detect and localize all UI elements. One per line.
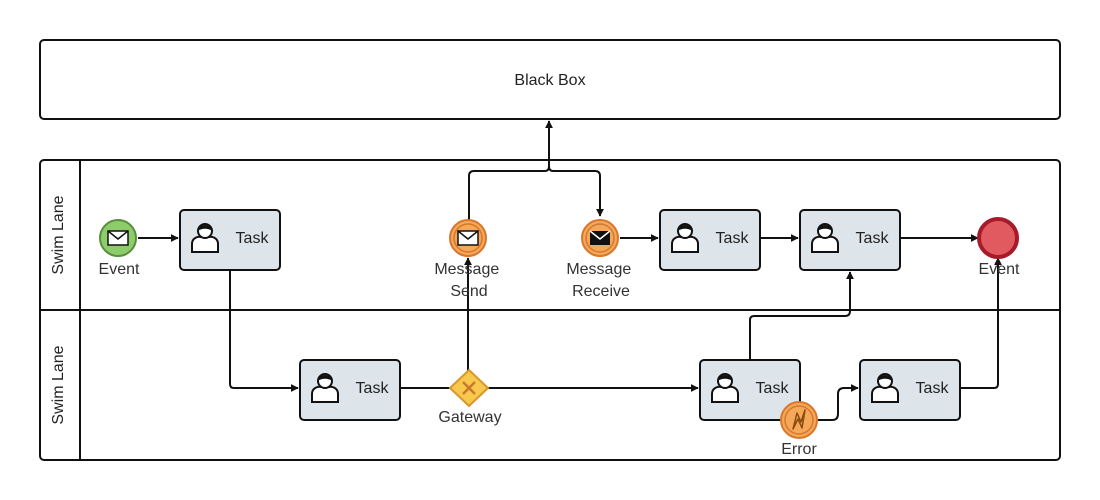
- message-send-label: Message Send: [434, 261, 503, 300]
- envelope-icon: [107, 230, 129, 246]
- envelope-icon: [457, 230, 479, 246]
- task-4[interactable]: Task: [699, 359, 801, 421]
- flow-blackbox-to-message-receive: [548, 165, 604, 217]
- task-5[interactable]: Task: [799, 209, 901, 271]
- filled-envelope-icon: [589, 230, 611, 245]
- flow-task4-to-task5: [749, 271, 854, 360]
- end-event[interactable]: [977, 217, 1019, 259]
- message-send-event[interactable]: [449, 219, 487, 257]
- task-5-label: Task: [856, 230, 890, 247]
- swim-lane-2: Swim Lane: [50, 345, 67, 424]
- task-3[interactable]: Task: [299, 359, 401, 421]
- task-4-label: Task: [756, 380, 790, 397]
- black-box-label: Black Box: [514, 72, 585, 89]
- task-1-label: Task: [236, 230, 270, 247]
- message-receive-label: Message Receive: [566, 261, 635, 300]
- start-event-label: Event: [99, 261, 140, 278]
- message-receive-label-line-1: Message: [566, 261, 631, 278]
- black-box-pool[interactable]: Black Box: [39, 39, 1061, 120]
- lightning-icon: [792, 409, 806, 430]
- swim-lane-2-label: Swim Lane: [50, 345, 67, 424]
- message-send-label-line-1: Message: [434, 261, 499, 278]
- error-event-label: Error: [781, 441, 817, 458]
- start-event[interactable]: [99, 219, 137, 257]
- end-event-label: Event: [979, 261, 1020, 278]
- message-send-label-line-2: Send: [450, 283, 487, 300]
- task-1[interactable]: Task: [179, 209, 281, 271]
- gateway-label: Gateway: [438, 409, 501, 426]
- task-2[interactable]: Task: [659, 209, 761, 271]
- task-6[interactable]: Task: [859, 359, 961, 421]
- gateway[interactable]: [448, 368, 490, 408]
- flow-error-to-task6: [818, 384, 859, 421]
- message-receive-event[interactable]: [581, 219, 619, 257]
- swim-lane-1: Swim Lane: [50, 195, 67, 274]
- flow-task6-to-end-event: [960, 257, 1002, 389]
- swim-lane-1-label: Swim Lane: [50, 195, 67, 274]
- exclusive-x-icon: [462, 381, 476, 395]
- task-6-label: Task: [916, 380, 950, 397]
- message-receive-label-line-2: Receive: [572, 283, 630, 300]
- error-event[interactable]: [780, 401, 818, 439]
- sequence-flows: [138, 120, 1002, 421]
- flow-task1-to-task3: [229, 270, 299, 392]
- task-2-label: Task: [716, 230, 750, 247]
- task-3-label: Task: [356, 380, 390, 397]
